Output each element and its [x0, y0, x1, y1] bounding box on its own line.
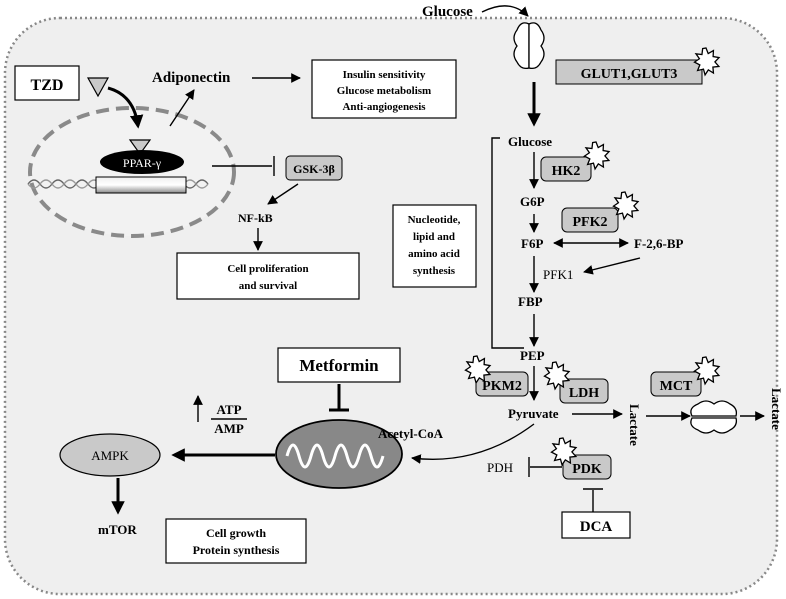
- insulin-line-1: Insulin sensitivity: [343, 69, 426, 81]
- glut-transporter-icon: [513, 22, 545, 70]
- nucleotide-line-3: amino acid: [408, 248, 460, 260]
- metformin-box: [277, 347, 401, 383]
- ppar-label: PPAR-γ: [123, 156, 162, 170]
- ampk-node: [59, 433, 161, 477]
- pkm2-label: PKM2: [482, 379, 522, 394]
- arrow-pyruvate-mito: [411, 423, 535, 464]
- pfk2-mutation-star-icon: [612, 191, 640, 221]
- lactate-inner-label: Lactate: [627, 404, 642, 446]
- mct-label: MCT: [660, 379, 693, 394]
- mct-mutation-star-icon: [693, 356, 721, 386]
- pkm2-mutation-star-icon: [464, 355, 492, 385]
- pfk1-label: PFK1: [543, 267, 573, 282]
- arrow-f26bp-pfk1: [583, 257, 641, 275]
- pfk2-box: [561, 207, 619, 233]
- insulin-box: [311, 59, 457, 119]
- ldh-mutation-star-icon: [543, 361, 571, 391]
- ppar-receptor: [100, 150, 184, 174]
- f6p-label: F6P: [521, 236, 543, 251]
- mitochondrion: [275, 419, 403, 489]
- nucleotide-box: [392, 204, 477, 288]
- ldh-label: LDH: [569, 386, 599, 401]
- dca-label: DCA: [580, 519, 613, 535]
- metformin-label: Metformin: [299, 356, 379, 375]
- pdk-label: PDK: [572, 462, 602, 477]
- g6p-label: G6P: [520, 194, 545, 209]
- glut-mutation-star-icon: [693, 47, 721, 77]
- pep-label: PEP: [520, 348, 545, 363]
- gene-promoter: [95, 176, 187, 194]
- ldh-box: [559, 378, 609, 404]
- tzd-box: [14, 65, 80, 101]
- nucleotide-line-2: lipid and: [413, 231, 455, 243]
- growth-line-2: Protein synthesis: [193, 543, 280, 557]
- prolif-box: [176, 252, 360, 300]
- acetylcoa-label: Acetyl-CoA: [378, 426, 444, 441]
- gsk-box: [285, 155, 343, 181]
- mct-transporter-icon: [690, 400, 738, 434]
- pdh-label: PDH: [487, 460, 513, 475]
- lactate-extracellular-label: Lactate: [769, 388, 784, 430]
- glucose-curved-arrow: [481, 5, 529, 17]
- arrow-to-adiponectin: [169, 89, 195, 127]
- ampk-label: AMPK: [91, 448, 129, 463]
- tzd-label: TZD: [31, 77, 64, 94]
- pyruvate-label: Pyruvate: [508, 406, 559, 421]
- amp-label: AMP: [214, 421, 244, 436]
- gsk-label: GSK-3β: [293, 162, 335, 176]
- insulin-line-3: Anti-angiogenesis: [342, 101, 426, 113]
- mitochondrion-cristae: [285, 443, 385, 469]
- hk2-box: [540, 156, 592, 182]
- glut-label: GLUT1,GLUT3: [581, 67, 678, 82]
- prolif-line-2: and survival: [239, 280, 297, 292]
- nucleotide-line-1: Nucleotide,: [408, 214, 461, 226]
- ppar-ligand-icon: [128, 139, 152, 156]
- arrow-gsk-nfkb: [267, 183, 299, 205]
- growth-line-1: Cell growth: [206, 526, 266, 540]
- pfk2-label: PFK2: [573, 215, 608, 230]
- pdk-box: [562, 454, 612, 480]
- glut-box: [555, 59, 703, 85]
- arrow-tzd-ppar: [107, 86, 144, 129]
- dca-box: [561, 511, 631, 539]
- hk2-mutation-star-icon: [583, 141, 611, 171]
- atp-label: ATP: [216, 402, 241, 417]
- hk2-label: HK2: [552, 164, 581, 179]
- adiponectin-label: Adiponectin: [152, 70, 231, 86]
- nucleotide-line-4: synthesis: [413, 265, 456, 277]
- mtor-label: mTOR: [98, 522, 137, 537]
- tzd-ligand-icon: [86, 77, 110, 98]
- mct-box: [650, 371, 702, 397]
- glucose-intracellular: Glucose: [508, 134, 552, 149]
- prolif-line-1: Cell proliferation: [227, 263, 308, 275]
- growth-box: [165, 518, 307, 564]
- glucose-extracellular: Glucose: [422, 4, 473, 20]
- fbp-label: FBP: [518, 294, 543, 309]
- f26bp-label: F-2,6-BP: [634, 236, 684, 251]
- nfkb-label: NF-kB: [238, 211, 273, 225]
- glycolysis-bracket: [491, 137, 524, 349]
- insulin-line-2: Glucose metabolism: [337, 85, 431, 97]
- pdk-mutation-star-icon: [550, 437, 578, 467]
